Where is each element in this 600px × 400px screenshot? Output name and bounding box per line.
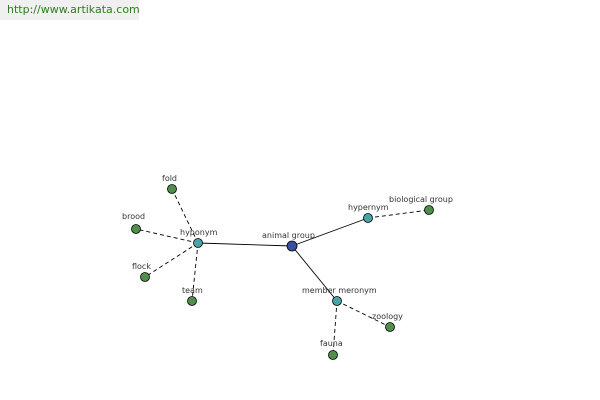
label-animal-group: animal group xyxy=(262,231,315,240)
label-fauna: fauna xyxy=(320,339,343,348)
label-hyponym: hyponym xyxy=(180,228,218,237)
label-zoology: zoology xyxy=(372,312,403,321)
node-fold[interactable] xyxy=(167,184,177,194)
node-brood[interactable] xyxy=(131,224,141,234)
label-hypernym: hypernym xyxy=(348,203,389,212)
node-hypernym[interactable] xyxy=(363,213,373,223)
label-team: team xyxy=(182,286,203,295)
labels-layer: fold brood flock team biological group zoolog… xyxy=(122,174,453,348)
node-fauna[interactable] xyxy=(328,350,338,360)
edge-hyponym-to-team xyxy=(191,242,199,302)
node-animal-group[interactable] xyxy=(286,240,298,252)
nodes-layer xyxy=(131,184,434,360)
label-biological-group: biological group xyxy=(389,195,453,204)
node-biological-group[interactable] xyxy=(424,205,434,215)
label-flock: flock xyxy=(132,262,151,271)
node-member-meronym[interactable] xyxy=(332,296,342,306)
edge-hypernym-to-biological-group xyxy=(367,209,430,219)
edge-hyponym-to-flock xyxy=(144,242,199,278)
edge-hyponym-to-brood xyxy=(135,228,199,244)
edge-animal-group-to-hypernym xyxy=(291,217,369,247)
edge-animal-group-to-hyponym xyxy=(197,242,293,247)
node-zoology[interactable] xyxy=(385,322,395,332)
edge-hyponym-to-fold xyxy=(171,188,199,244)
node-team[interactable] xyxy=(187,296,197,306)
source-url-banner[interactable]: http://www.artikata.com xyxy=(0,0,139,20)
label-brood: brood xyxy=(122,212,145,221)
label-fold: fold xyxy=(162,174,177,183)
edge-member-meronym-to-fauna xyxy=(332,300,338,356)
node-hyponym[interactable] xyxy=(193,238,203,248)
edges-layer xyxy=(135,188,430,356)
edge-member-meronym-to-zoology xyxy=(336,300,391,328)
label-member-meronym: member meronym xyxy=(302,286,377,295)
node-flock[interactable] xyxy=(140,272,150,282)
edge-animal-group-to-member-meronym xyxy=(291,245,338,302)
